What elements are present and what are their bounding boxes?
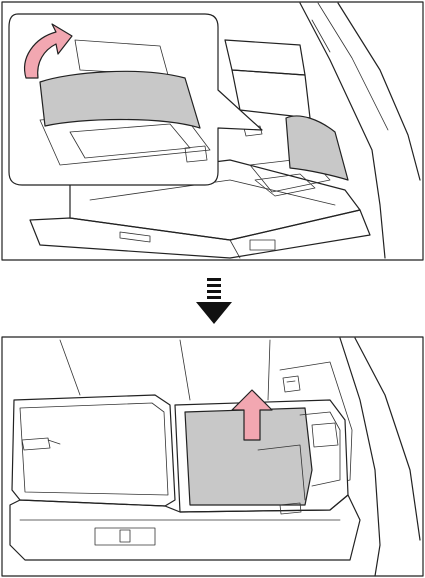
tie-down-upper: [283, 376, 300, 392]
zoom-inset: [9, 14, 262, 185]
pillar-detail: [312, 20, 330, 52]
rear-bumper-step: [30, 210, 370, 258]
floor-handle: [120, 232, 150, 242]
latch-handle: [250, 240, 275, 250]
down-step-arrow-icon: [196, 278, 232, 324]
cargo-area-step-2: [10, 338, 420, 576]
rear-pillar: [338, 3, 420, 180]
bg-line-3: [268, 340, 270, 400]
left-deck-board: [12, 395, 175, 506]
seatback-face: [232, 70, 310, 118]
bg-line-2: [180, 340, 190, 400]
inset-deck-board-gray: [40, 71, 200, 128]
bg-line-1: [60, 340, 80, 395]
deck-board-raised: [286, 116, 348, 180]
rear-latch-recess: [95, 528, 155, 545]
panel-step-2: [2, 337, 423, 576]
pillar-trim: [355, 338, 420, 540]
sill-line: [230, 240, 240, 258]
panel-step-1: [2, 2, 423, 260]
rear-latch-handle: [120, 530, 130, 542]
tie-down-upper-detail: [287, 381, 295, 382]
